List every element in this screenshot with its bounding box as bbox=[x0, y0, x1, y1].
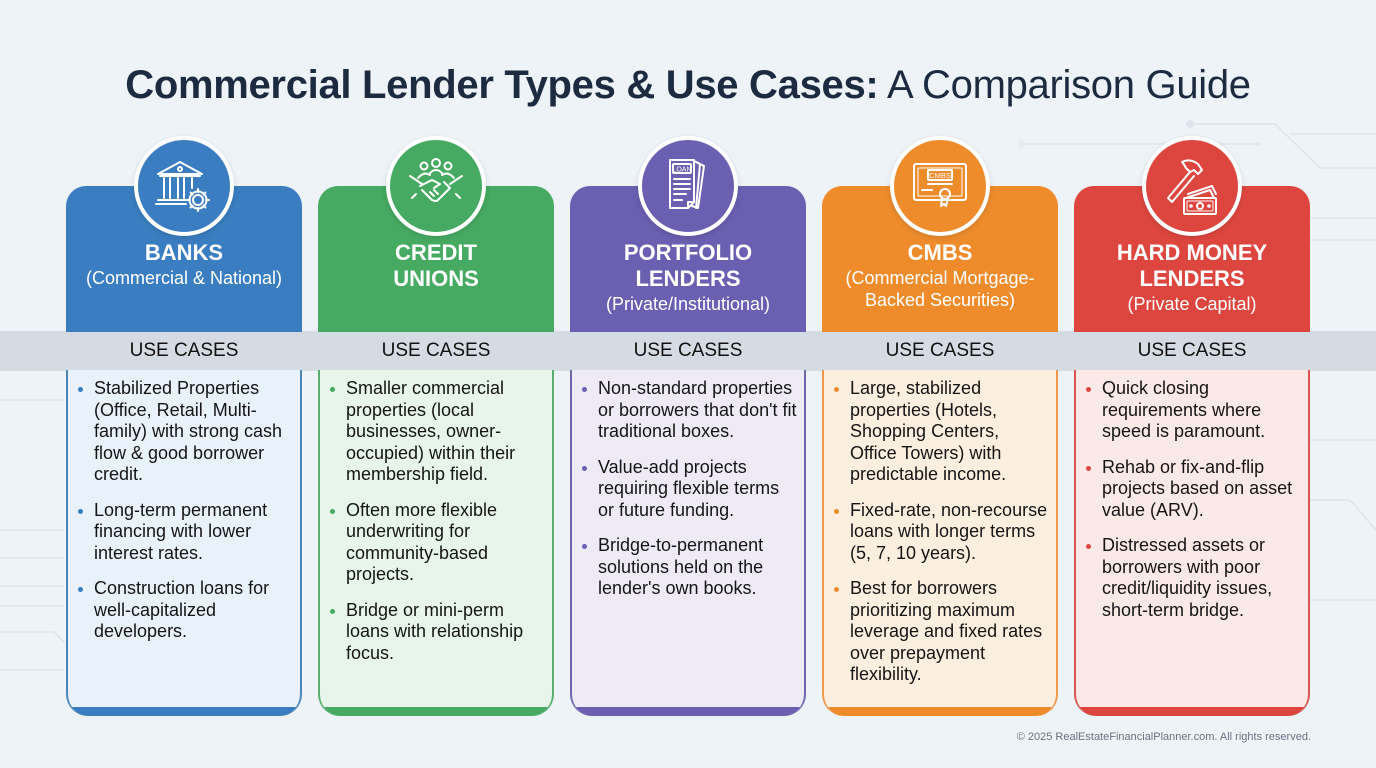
use-case-list: Stabilized Properties (Office, Retail, M… bbox=[76, 378, 294, 657]
lender-name: PORTFOLIO LENDERS bbox=[623, 240, 753, 291]
use-cases-label: USE CASES bbox=[633, 340, 743, 361]
use-case-item: Construction loans for well-capitalized … bbox=[76, 578, 294, 643]
use-case-item: Often more flexible underwriting for com… bbox=[328, 500, 546, 586]
lender-subtitle: (Private/Institutional) bbox=[605, 294, 771, 314]
card-header: CMBS CMBS (Commercial Mortgage-Backed Se… bbox=[822, 136, 1058, 332]
lender-card-hard-money-lenders: HARD MONEY LENDERS (Private Capital) Qui… bbox=[1074, 136, 1310, 716]
lender-card-banks: BANKS (Commercial & National) Stabilized… bbox=[66, 136, 302, 716]
lender-subtitle: (Commercial Mortgage-Backed Securities) bbox=[845, 268, 1035, 310]
lender-card-portfolio-lenders: LOAN PORTFOLIO LENDERS (Private/Institut… bbox=[570, 136, 806, 716]
use-case-item: Value-add projects requiring flexible te… bbox=[580, 457, 798, 522]
page-title: Commercial Lender Types & Use Cases: A C… bbox=[0, 60, 1376, 110]
handshake-community-icon bbox=[386, 136, 486, 236]
use-case-item: Bridge or mini-perm loans with relations… bbox=[328, 600, 546, 665]
use-case-item: Fixed-rate, non-recourse loans with long… bbox=[832, 500, 1050, 565]
card-accent-bar bbox=[1076, 707, 1308, 716]
use-case-item: Non-standard properties or borrowers tha… bbox=[580, 378, 798, 443]
card-accent-bar bbox=[320, 707, 552, 716]
use-case-item: Bridge-to-permanent solutions held on th… bbox=[580, 535, 798, 600]
lender-name: CREDIT UNIONS bbox=[393, 240, 479, 291]
bank-gear-icon bbox=[134, 136, 234, 236]
card-body: Stabilized Properties (Office, Retail, M… bbox=[66, 370, 302, 716]
card-body: Non-standard properties or borrowers tha… bbox=[570, 370, 806, 716]
card-header: LOAN PORTFOLIO LENDERS (Private/Institut… bbox=[570, 136, 806, 332]
use-cases-label: USE CASES bbox=[381, 340, 491, 361]
use-case-list: Non-standard properties or borrowers tha… bbox=[580, 378, 798, 614]
title-light: A Comparison Guide bbox=[878, 63, 1251, 107]
lender-card-cmbs: CMBS CMBS (Commercial Mortgage-Backed Se… bbox=[822, 136, 1058, 716]
card-header: BANKS (Commercial & National) bbox=[66, 136, 302, 332]
loan-document-icon: LOAN bbox=[638, 136, 738, 236]
use-case-item: Smaller commercial properties (local bus… bbox=[328, 378, 546, 486]
svg-text:CMBS: CMBS bbox=[929, 171, 951, 180]
use-case-item: Large, stabilized properties (Hotels, Sh… bbox=[832, 378, 1050, 486]
lender-card-credit-unions: CREDIT UNIONS Smaller commercial propert… bbox=[318, 136, 554, 716]
use-cases-band bbox=[0, 331, 1376, 371]
lender-subtitle: (Commercial & National) bbox=[85, 268, 283, 288]
card-accent-bar bbox=[68, 707, 300, 716]
lender-name: HARD MONEY LENDERS bbox=[1116, 240, 1268, 291]
use-cases-label: USE CASES bbox=[885, 340, 995, 361]
lender-subtitle: (Private Capital) bbox=[1127, 294, 1257, 314]
copyright-footer: © 2025 RealEstateFinancialPlanner.com. A… bbox=[1016, 731, 1311, 743]
use-case-item: Best for borrowers prioritizing maximum … bbox=[832, 578, 1050, 686]
use-cases-label: USE CASES bbox=[129, 340, 239, 361]
hammer-cash-icon bbox=[1142, 136, 1242, 236]
card-body: Quick closing requirements where speed i… bbox=[1074, 370, 1310, 716]
use-case-item: Long-term permanent financing with lower… bbox=[76, 500, 294, 565]
lender-name: CMBS bbox=[907, 240, 973, 265]
use-case-item: Distressed assets or borrowers with poor… bbox=[1084, 535, 1302, 621]
use-case-list: Smaller commercial properties (local bus… bbox=[328, 378, 546, 678]
card-accent-bar bbox=[824, 707, 1056, 716]
use-case-item: Quick closing requirements where speed i… bbox=[1084, 378, 1302, 443]
card-header: HARD MONEY LENDERS (Private Capital) bbox=[1074, 136, 1310, 332]
use-case-item: Rehab or fix-and-flip projects based on … bbox=[1084, 457, 1302, 522]
card-accent-bar bbox=[572, 707, 804, 716]
title-bold: Commercial Lender Types & Use Cases: bbox=[125, 63, 879, 107]
cmbs-certificate-icon: CMBS bbox=[890, 136, 990, 236]
use-case-list: Large, stabilized properties (Hotels, Sh… bbox=[832, 378, 1050, 700]
card-body: Smaller commercial properties (local bus… bbox=[318, 370, 554, 716]
lender-name: BANKS bbox=[144, 240, 224, 265]
use-case-item: Stabilized Properties (Office, Retail, M… bbox=[76, 378, 294, 486]
card-body: Large, stabilized properties (Hotels, Sh… bbox=[822, 370, 1058, 716]
card-header: CREDIT UNIONS bbox=[318, 136, 554, 332]
svg-text:LOAN: LOAN bbox=[672, 167, 691, 174]
use-cases-label: USE CASES bbox=[1137, 340, 1247, 361]
use-case-list: Quick closing requirements where speed i… bbox=[1084, 378, 1302, 635]
